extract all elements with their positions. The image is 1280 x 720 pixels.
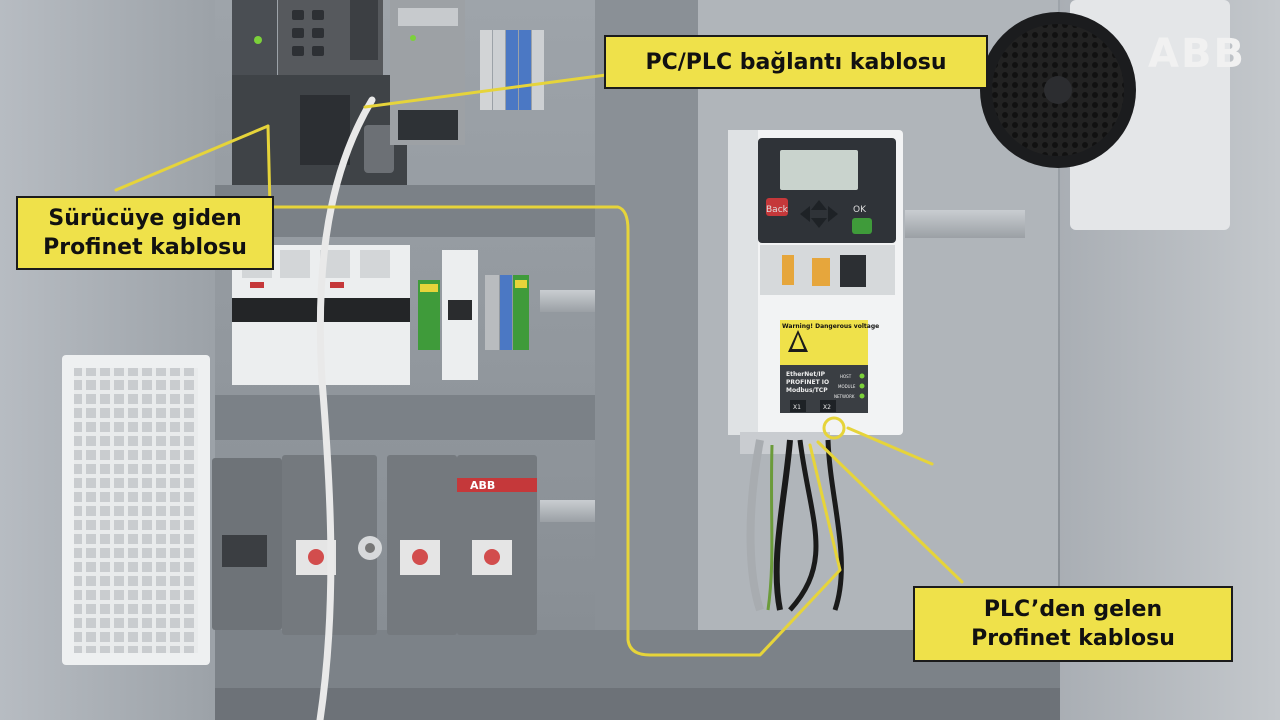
cable-from-plc-line2: Profinet kablosu: [971, 626, 1175, 651]
abb-logo: ABB: [1148, 31, 1246, 77]
cable-from-plc-line1: PLC’den gelen: [983, 597, 1163, 622]
comm-line3-text: Modbus/TCP: [786, 387, 828, 394]
comm-line1-text: EtherNet/IP: [786, 371, 826, 378]
port-x1-text: X1: [793, 404, 801, 411]
pc-plc-cable-callout: PC/PLC bağlantı kablosu: [604, 35, 988, 89]
led-host-text: HOST: [840, 374, 852, 379]
led-module-text: MODULE: [838, 384, 856, 389]
led-network-text: NETWORK: [834, 394, 855, 399]
pc-plc-cable-label: PC/PLC bağlantı kablosu: [645, 49, 947, 75]
back-key-text: Back: [766, 205, 789, 215]
comm-line2-text: PROFINET IO: [786, 379, 829, 386]
cable-to-drive-line1: Sürücüye giden: [48, 206, 242, 231]
cable-from-plc-callout: PLC’den gelen Profinet kablosu: [913, 586, 1233, 662]
port-x2-text: X2: [823, 404, 831, 411]
cable-to-drive-callout: Sürücüye giden Profinet kablosu: [16, 196, 274, 270]
breaker-brand-text: ABB: [470, 479, 495, 492]
ok-key-text: OK: [853, 205, 867, 215]
warning-title-text: Warning! Dangerous voltage: [782, 323, 879, 330]
cable-to-drive-line2: Profinet kablosu: [43, 235, 247, 260]
